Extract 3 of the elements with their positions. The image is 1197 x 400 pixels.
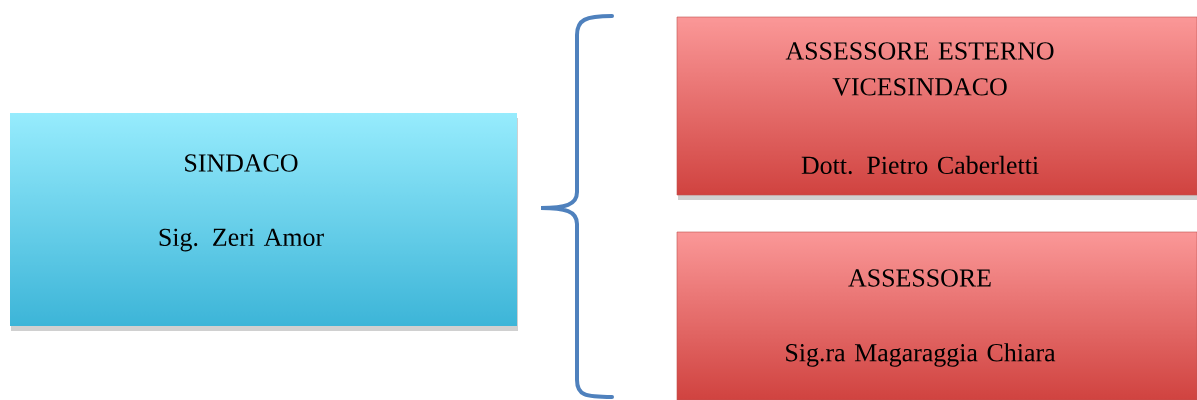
org-box: ASSESSORE ESTERNO VICESINDACO Dott. Pietro Caberletti [676,16,1197,200]
org-box: SINDACO Sig. Zeri Amor [10,113,518,331]
org-box: ASSESSORE Sig.ra Magaraggia Chiara [676,231,1197,400]
